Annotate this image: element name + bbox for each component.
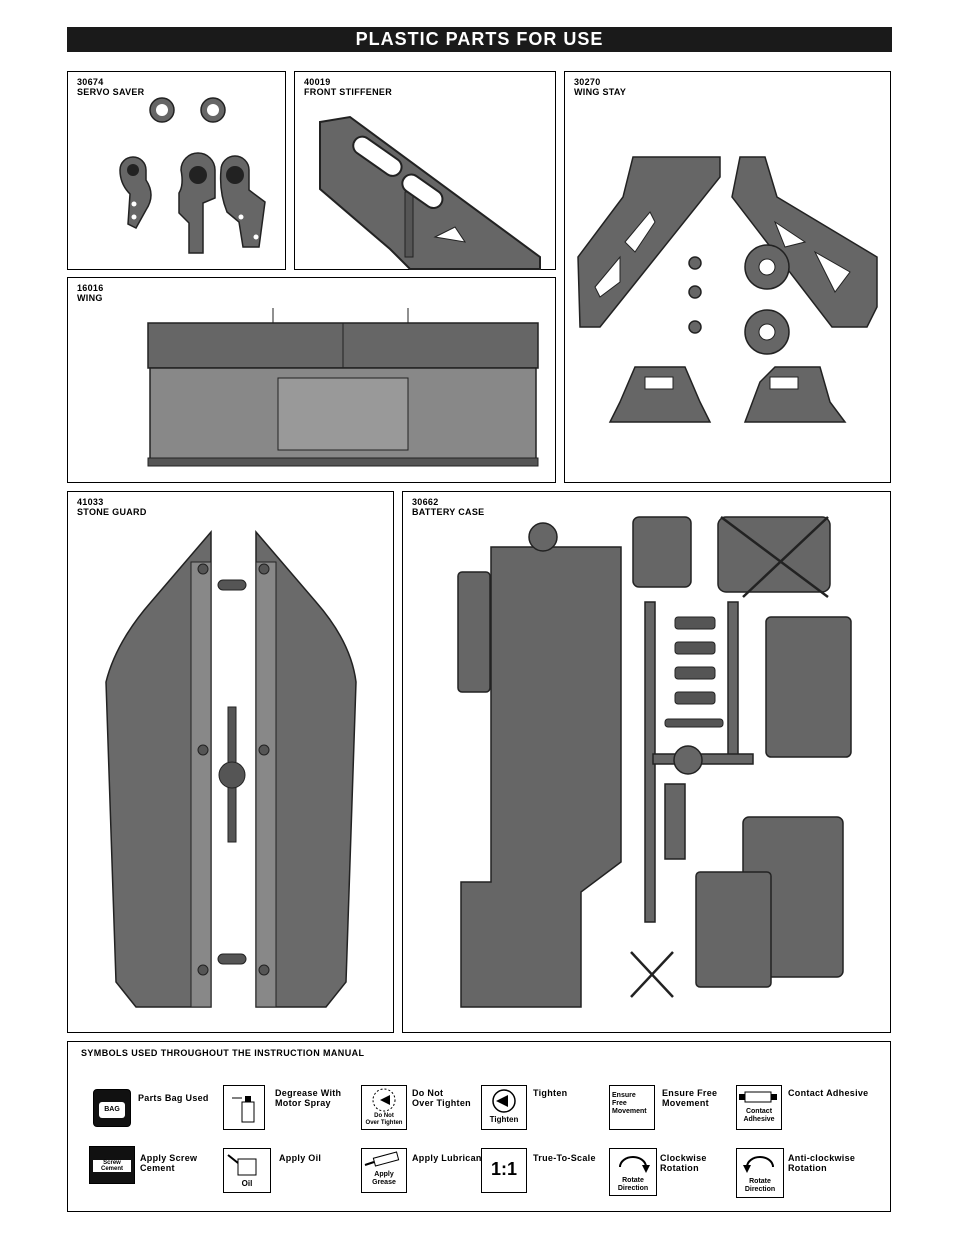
part-number: 41033	[77, 497, 104, 507]
apply-lubricant-label: Apply Lubricant	[412, 1153, 486, 1163]
bag-icon: BAG	[93, 1089, 131, 1127]
battery-case-drawing	[457, 515, 852, 1008]
contact-adhesive-label: Contact Adhesive	[788, 1088, 869, 1098]
part-number: 30662	[412, 497, 439, 507]
part-number: 30270	[574, 77, 601, 87]
grease-icon-text-2: Grease	[372, 1179, 396, 1186]
dnt-icon-text-2: Over Tighten	[365, 1120, 403, 1126]
ensure-free-label-2: Movement	[662, 1098, 709, 1108]
tighten-icon-text: Tighten	[489, 1115, 519, 1124]
efm-icon-text-1: Ensure	[612, 1092, 636, 1099]
tighten-icon: Tighten	[481, 1085, 527, 1130]
efm-icon-text-3: Movement	[612, 1108, 647, 1115]
symbols-heading: SYMBOLS USED THROUGHOUT THE INSTRUCTION …	[81, 1048, 365, 1058]
bag-icon-label: BAG	[99, 1102, 125, 1118]
cw-icon-text-2: Direction	[617, 1185, 649, 1192]
front-stiffener-drawing	[319, 115, 541, 270]
tighten-label: Tighten	[533, 1088, 568, 1098]
dnt-icon-text-1: Do Not	[374, 1113, 394, 1119]
part-name: WING	[77, 293, 103, 303]
anticlockwise-label-2: Rotation	[788, 1163, 827, 1173]
servo-saver-drawing	[119, 97, 266, 254]
clockwise-label-2: Rotation	[660, 1163, 699, 1173]
part-name: STONE GUARD	[77, 507, 147, 517]
anticlockwise-label-1: Anti-clockwise	[788, 1153, 856, 1163]
degrease-label-1: Degrease With	[275, 1088, 342, 1098]
clockwise-label-1: Clockwise	[660, 1153, 707, 1163]
panel-symbols: SYMBOLS USED THROUGHOUT THE INSTRUCTION …	[67, 1041, 891, 1212]
screw-icon-text-2: Cement	[100, 1166, 123, 1172]
ensure-free-label-1: Ensure Free	[662, 1088, 718, 1098]
do-not-tighten-label-1: Do Not	[412, 1088, 444, 1098]
oil-can-icon: Oil	[223, 1148, 271, 1193]
apply-oil-label: Apply Oil	[279, 1153, 322, 1163]
stone-guard-drawing	[105, 529, 357, 1008]
part-number: 40019	[304, 77, 331, 87]
part-name: SERVO SAVER	[77, 87, 145, 97]
wing-stay-drawing	[577, 156, 878, 423]
acw-icon-text-2: Direction	[744, 1186, 776, 1193]
wing-drawing	[147, 308, 539, 467]
degrease-label-2: Motor Spray	[275, 1098, 331, 1108]
part-number: 16016	[77, 283, 104, 293]
scale-icon-text: 1:1	[490, 1159, 517, 1179]
screw-cement-label-2: Cement	[140, 1163, 175, 1173]
part-name: FRONT STIFFENER	[304, 87, 392, 97]
adhesive-icon-text-1: Contact	[745, 1108, 773, 1115]
cw-icon-text-1: Rotate	[622, 1177, 644, 1184]
spray-can-icon	[223, 1085, 265, 1130]
grease-icon-text-1: Apply	[374, 1171, 394, 1178]
screw-cement-label-1: Apply Screw	[140, 1153, 198, 1163]
do-not-tighten-label-2: Over Tighten	[412, 1098, 471, 1108]
part-number: 30674	[77, 77, 104, 87]
true-to-scale-label: True-To-Scale	[533, 1153, 596, 1163]
screw-icon-text-1: Screw	[103, 1160, 121, 1166]
efm-icon-text-2: Free	[612, 1100, 627, 1107]
acw-icon-text-1: Rotate	[749, 1178, 771, 1185]
adhesive-icon-text-2: Adhesive	[743, 1116, 775, 1123]
parts-bag-label: Parts Bag Used	[138, 1093, 209, 1103]
part-name: BATTERY CASE	[412, 507, 485, 517]
part-name: WING STAY	[574, 87, 627, 97]
true-to-scale-icon: 1:1	[481, 1148, 527, 1193]
page-title: PLASTIC PARTS FOR USE	[67, 27, 892, 52]
oil-icon-text: Oil	[241, 1179, 253, 1188]
